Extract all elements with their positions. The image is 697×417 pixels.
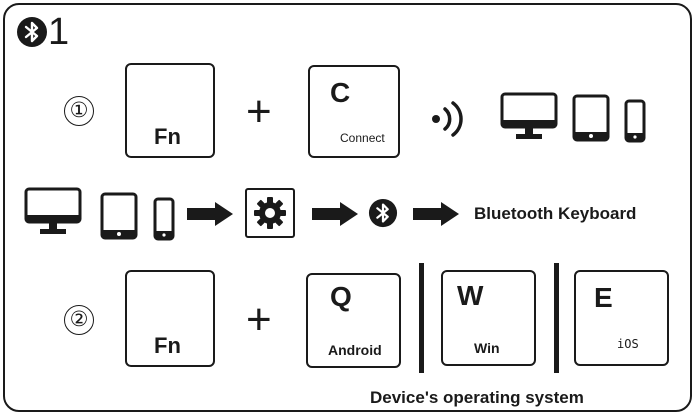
arrow-right-icon [312,202,358,226]
q-key-sublabel: Android [328,342,382,358]
e-key: E iOS [574,270,669,366]
w-key-sublabel: Win [474,340,500,356]
signal-waves-icon [432,101,463,137]
e-key-label: E [594,282,613,313]
plus-sign-step2: + [246,295,272,344]
bluetooth-icon [368,198,398,228]
c-key: C Connect [308,65,400,158]
e-key-sublabel: iOS [617,337,639,351]
step-marker-2: ② [64,305,94,335]
c-key-sublabel: Connect [340,131,385,145]
phone-icon [624,99,646,143]
q-key: Q Android [306,273,401,368]
fn-key-label: Fn [154,333,181,358]
w-key-label: W [457,280,484,311]
phone-icon [153,197,175,241]
gear-icon [254,197,286,229]
bluetooth-keyboard-label: Bluetooth Keyboard [474,204,637,223]
tablet-icon [100,192,138,240]
fn-key-label: Fn [154,124,181,149]
arrow-right-icon [187,202,233,226]
w-key: W Win [441,270,536,366]
q-key-label: Q [330,281,352,312]
arrow-right-icon [413,202,459,226]
monitor-icon [500,92,558,139]
step-marker-1: ① [64,96,94,126]
bluetooth-icon [17,17,47,47]
monitor-icon [24,187,82,234]
separator [419,263,424,373]
settings-box [245,188,295,238]
os-caption: Device's operating system [370,388,584,407]
fn-key-step1: Fn [125,63,215,158]
step-number: 1 [48,11,70,53]
separator [554,263,559,373]
plus-sign-step1: + [246,87,272,136]
fn-key-step2: Fn [125,270,215,367]
tablet-icon [572,94,610,142]
c-key-label: C [330,77,351,108]
diagram-frame [3,3,692,412]
